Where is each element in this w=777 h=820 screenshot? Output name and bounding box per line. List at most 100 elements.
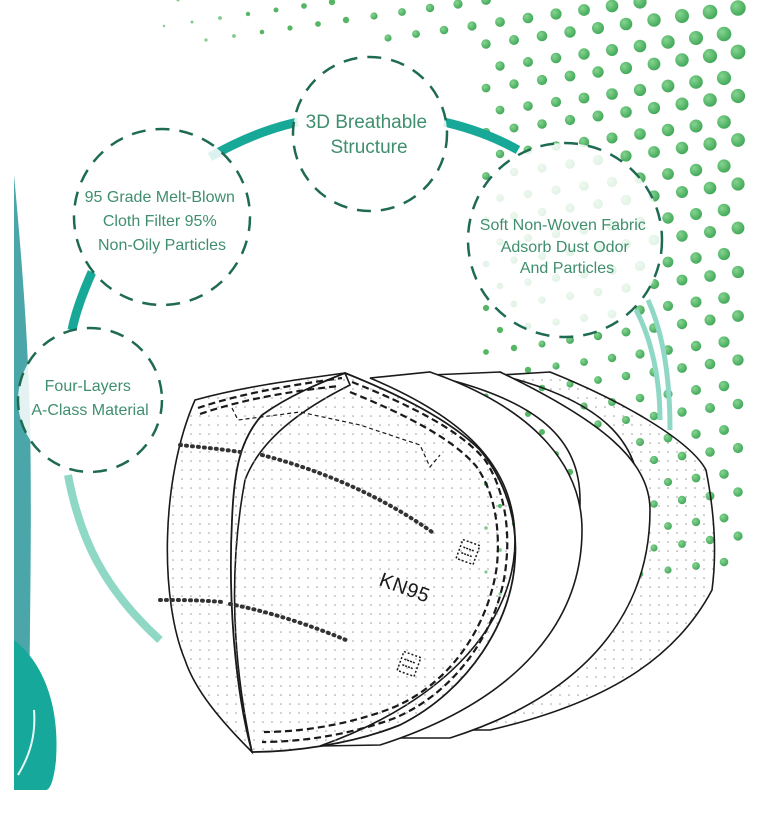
- green-dot: [691, 429, 701, 439]
- green-dot: [717, 115, 731, 129]
- green-dot: [717, 203, 731, 217]
- green-dot: [691, 385, 701, 395]
- green-dot: [731, 221, 745, 235]
- green-dot: [675, 9, 689, 23]
- green-dot: [509, 123, 519, 133]
- green-dot: [537, 119, 547, 129]
- green-dot: [717, 247, 731, 261]
- green-dot: [592, 110, 604, 122]
- green-dot: [662, 256, 674, 268]
- green-dot: [661, 79, 675, 93]
- green-dot: [730, 88, 746, 104]
- green-dot: [592, 66, 604, 78]
- green-dot: [439, 25, 449, 35]
- green-dot: [702, 48, 718, 64]
- green-dot: [649, 411, 659, 421]
- green-dot: [523, 101, 533, 111]
- green-dot: [633, 39, 647, 53]
- callout-breathable: 3D Breathable Structure: [291, 55, 449, 213]
- green-dot: [190, 20, 194, 24]
- green-dot: [301, 3, 307, 9]
- callout-melt-blown-line-3: Non-Oily Particles: [98, 237, 226, 254]
- ring-arc-top-left: [207, 117, 299, 161]
- green-dot: [647, 13, 661, 27]
- green-dot: [453, 0, 463, 9]
- green-dot: [606, 132, 618, 144]
- green-dot: [578, 4, 590, 16]
- green-dot: [733, 531, 743, 541]
- svg-text:95 Grade Melt-Blown Clot: 95 Grade Melt-Blown Cloth Filter 95% Non…: [85, 189, 240, 254]
- green-dot: [162, 24, 166, 28]
- green-dot: [662, 212, 674, 224]
- green-dot: [607, 353, 617, 363]
- green-dot: [564, 26, 576, 38]
- green-dot: [564, 114, 576, 126]
- green-dot: [647, 57, 661, 71]
- green-dot: [467, 21, 477, 31]
- green-dot: [705, 447, 715, 457]
- green-dot: [689, 31, 703, 45]
- green-dot: [510, 344, 518, 352]
- green-dot: [370, 12, 378, 20]
- green-dot: [550, 52, 562, 64]
- bottom-left-circle-line: [17, 709, 36, 776]
- green-dot: [730, 0, 746, 16]
- green-dot: [578, 48, 590, 60]
- green-dot: [633, 83, 647, 97]
- green-dot: [621, 327, 631, 337]
- green-dot: [731, 177, 745, 191]
- green-dot: [495, 105, 505, 115]
- green-dot: [481, 39, 491, 49]
- green-dot: [675, 141, 689, 155]
- green-dot: [259, 29, 265, 35]
- callout-melt-blown: 95 Grade Melt-Blown Cloth Filter 95% Non…: [72, 127, 252, 307]
- svg-text:Soft Non-Woven Fabric Ad: Soft Non-Woven Fabric Adsorb Dust Odor A…: [480, 217, 650, 277]
- green-dot: [676, 318, 688, 330]
- green-dot: [677, 407, 687, 417]
- green-dot: [690, 208, 702, 220]
- ring-arc-top-right: [442, 117, 521, 154]
- green-dot: [719, 425, 729, 435]
- stitch-top-2: [199, 384, 341, 416]
- green-dot: [315, 21, 321, 27]
- green-dot: [524, 366, 532, 374]
- green-dot: [536, 30, 548, 42]
- green-dot: [580, 358, 588, 366]
- green-dot: [273, 7, 279, 13]
- green-dot: [719, 557, 729, 567]
- green-dot: [676, 230, 688, 242]
- green-dot: [594, 376, 602, 384]
- green-dot: [719, 469, 729, 479]
- mask-layer-3: [379, 371, 651, 739]
- green-dot: [634, 128, 646, 140]
- green-dot: [496, 326, 504, 334]
- green-dot: [495, 149, 505, 159]
- callout-non-woven-line-2: Adsorb Dust Odor: [501, 239, 630, 256]
- left-teal-bar: [14, 175, 31, 790]
- green-dot: [732, 398, 744, 410]
- fold-line-upper-right: [260, 453, 434, 534]
- green-dot: [398, 8, 406, 16]
- green-dot: [661, 35, 675, 49]
- green-dot: [705, 403, 715, 413]
- green-dot: [619, 61, 633, 75]
- green-dot: [578, 92, 590, 104]
- green-dot: [564, 70, 576, 82]
- green-dot: [605, 0, 619, 13]
- green-dot: [730, 44, 746, 60]
- green-dot: [690, 252, 702, 264]
- svg-text:3D Breathable Structure: 3D Breathable Structure: [306, 112, 433, 158]
- green-dot: [689, 119, 703, 133]
- green-dot: [552, 362, 560, 370]
- green-dot: [495, 61, 505, 71]
- green-dot: [717, 159, 731, 173]
- green-dot: [675, 53, 689, 67]
- green-dot: [677, 363, 687, 373]
- green-dot: [481, 83, 491, 93]
- callout-melt-blown-line-2: Cloth Filter 95%: [103, 213, 217, 230]
- stitch-front-edge-2: [263, 390, 499, 734]
- green-dot: [606, 88, 618, 100]
- green-dot: [328, 0, 336, 6]
- green-dot: [704, 226, 716, 238]
- green-dot: [716, 26, 732, 42]
